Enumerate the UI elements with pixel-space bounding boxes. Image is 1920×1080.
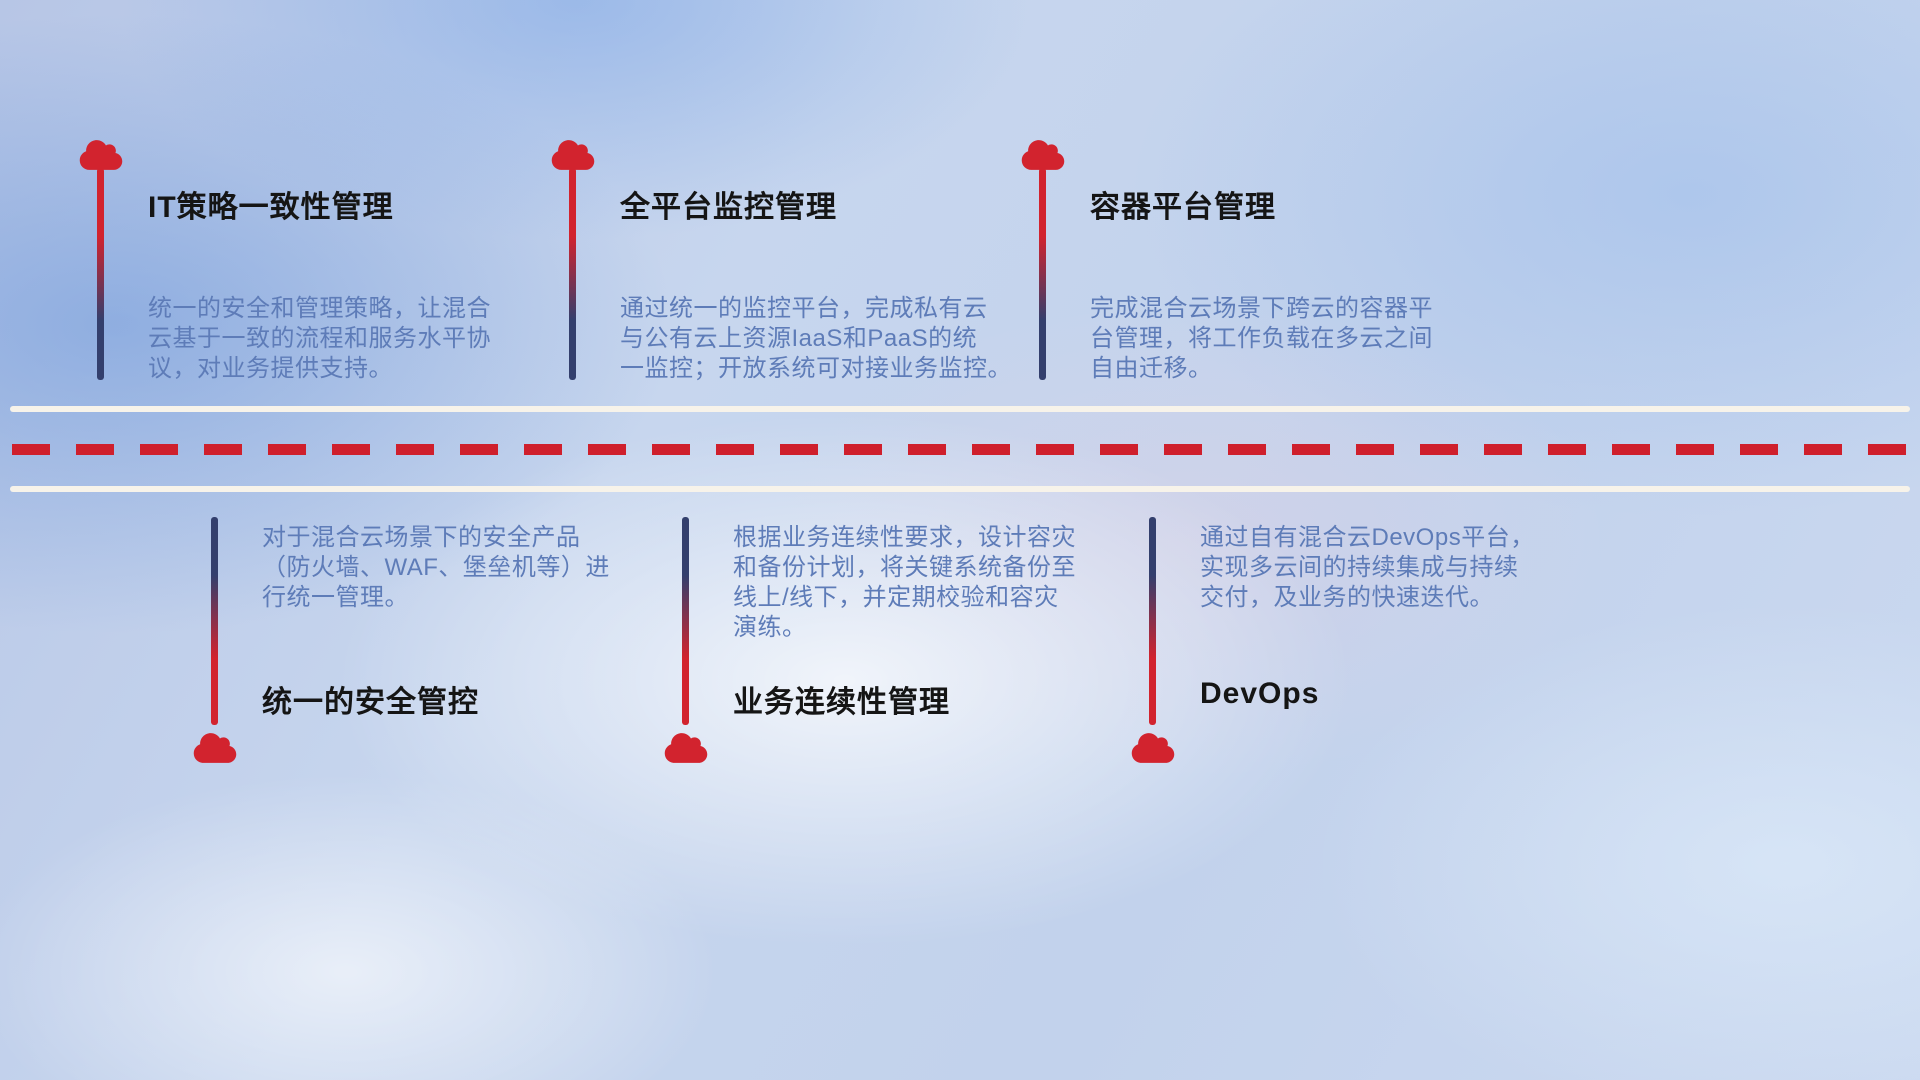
- capability-item-continuity: 根据业务连续性要求，设计容灾 和备份计划，将关键系统备份至 线上/线下，并定期校…: [663, 517, 1143, 777]
- cloud-icon: [78, 138, 124, 172]
- cloud-icon: [663, 731, 709, 765]
- cloud-icon: [550, 138, 596, 172]
- timeline-stem: [569, 168, 576, 380]
- capability-description: 通过统一的监控平台，完成私有云 与公有云上资源IaaS和PaaS的统 一监控；开…: [620, 295, 1012, 382]
- capability-description: 对于混合云场景下的安全产品 （防火墙、WAF、堡垒机等）进 行统一管理。: [262, 524, 610, 611]
- capability-item-monitoring: 全平台监控管理 通过统一的监控平台，完成私有云 与公有云上资源IaaS和PaaS…: [550, 138, 1030, 398]
- cloud-icon: [1020, 138, 1066, 172]
- cloud-icon: [192, 731, 238, 765]
- timeline-stem: [1039, 168, 1046, 380]
- capability-item-security: 对于混合云场景下的安全产品 （防火墙、WAF、堡垒机等）进 行统一管理。 统一的…: [192, 517, 672, 777]
- capability-description: 统一的安全和管理策略，让混合 云基于一致的流程和服务水平协 议，对业务提供支持。: [148, 295, 491, 382]
- capability-description: 完成混合云场景下跨云的容器平 台管理，将工作负载在多云之间 自由迁移。: [1090, 295, 1433, 382]
- road-bottom-line: [10, 486, 1910, 492]
- timeline-stem: [97, 168, 104, 380]
- capability-title: 全平台监控管理: [620, 191, 837, 224]
- capability-title: 容器平台管理: [1090, 191, 1276, 224]
- capability-description: 根据业务连续性要求，设计容灾 和备份计划，将关键系统备份至 线上/线下，并定期校…: [733, 524, 1076, 641]
- capability-item-container: 容器平台管理 完成混合云场景下跨云的容器平 台管理，将工作负载在多云之间 自由迁…: [1020, 138, 1500, 398]
- capability-title: 业务连续性管理: [733, 686, 950, 719]
- capability-title: IT策略一致性管理: [148, 191, 394, 224]
- timeline-stem: [1149, 517, 1156, 725]
- capability-title: DevOps: [1200, 677, 1320, 710]
- road-top-line: [10, 406, 1910, 412]
- timeline-stem: [682, 517, 689, 725]
- capability-item-devops: 通过自有混合云DevOps平台， 实现多云间的持续集成与持续 交付，及业务的快速…: [1130, 517, 1610, 777]
- timeline-stem: [211, 517, 218, 725]
- capability-item-it-policy: IT策略一致性管理 统一的安全和管理策略，让混合 云基于一致的流程和服务水平协 …: [78, 138, 558, 398]
- cloud-icon: [1130, 731, 1176, 765]
- capability-title: 统一的安全管控: [262, 686, 479, 719]
- capability-description: 通过自有混合云DevOps平台， 实现多云间的持续集成与持续 交付，及业务的快速…: [1200, 524, 1535, 611]
- road-center-dashed-line: [12, 444, 1908, 455]
